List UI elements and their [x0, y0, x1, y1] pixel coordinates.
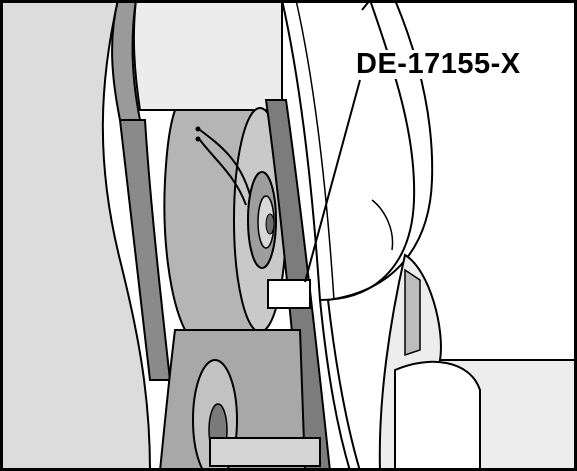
upper-drum [132, 0, 283, 111]
wire-terminal [195, 136, 201, 142]
side-bracket [404, 268, 421, 357]
part-number-label: DE-17155-X [354, 48, 523, 80]
spacer-block [267, 279, 311, 309]
right-cover-edge-inner [295, 0, 335, 301]
cover-lobe-inner [371, 199, 394, 251]
motor-wire-2 [199, 139, 247, 206]
right-cover [282, 0, 577, 471]
pulley-bolt [265, 213, 275, 235]
wire-terminal [195, 126, 201, 132]
bottom-shaft [209, 437, 321, 467]
left-housing [0, 0, 152, 471]
motor-wire-1 [199, 129, 251, 196]
right-lower-bump [394, 360, 481, 471]
callout-leader [304, 79, 361, 283]
right-cover-edge [281, 0, 351, 471]
